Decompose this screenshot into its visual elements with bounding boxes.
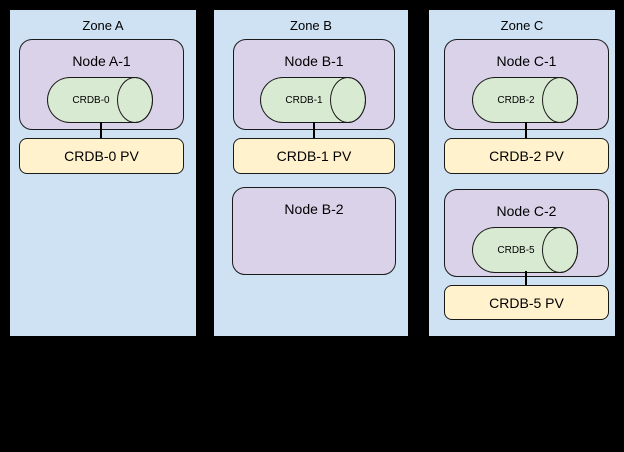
connector-line <box>313 122 315 139</box>
zone-b: Zone B Node B-1 CRDB-1 CRDB-1 PV Node B-… <box>212 8 410 338</box>
crdb-5-label: CRDB-5 <box>497 244 535 256</box>
node-c-1-title: Node C-1 <box>496 53 557 69</box>
zone-c-title: Zone C <box>500 18 544 33</box>
node-b-1-title: Node B-1 <box>284 53 344 69</box>
node-c-2: Node C-2 CRDB-5 <box>444 189 609 277</box>
pv-crdb-1: CRDB-1 PV <box>233 138 395 174</box>
node-b-2: Node B-2 <box>232 187 396 275</box>
node-c-2-title: Node C-2 <box>496 203 557 219</box>
connector-line <box>525 271 527 287</box>
cylinder-cap-icon <box>542 227 578 273</box>
pv-crdb-1-label: CRDB-1 PV <box>276 148 352 164</box>
connector-line <box>100 122 102 139</box>
database-cylinder-crdb-5: CRDB-5 <box>472 227 578 273</box>
connector-line <box>525 122 527 139</box>
crdb-0-label: CRDB-0 <box>72 94 110 106</box>
pv-crdb-0-label: CRDB-0 PV <box>64 148 139 164</box>
zone-c: Zone C Node C-1 CRDB-2 CRDB-2 PV Node C-… <box>427 8 617 338</box>
node-c-1: Node C-1 CRDB-2 <box>444 39 609 130</box>
database-cylinder-crdb-0: CRDB-0 <box>47 77 153 123</box>
cylinder-cap-icon <box>117 77 153 123</box>
pv-crdb-2: CRDB-2 PV <box>444 138 609 174</box>
pv-crdb-5-label: CRDB-5 PV <box>489 294 564 311</box>
database-cylinder-crdb-1: CRDB-1 <box>260 77 366 123</box>
crdb-1-label: CRDB-1 <box>285 94 323 106</box>
node-a-1-title: Node A-1 <box>72 53 131 69</box>
node-b-2-title: Node B-2 <box>284 201 344 217</box>
node-b-1: Node B-1 CRDB-1 <box>233 39 395 130</box>
zone-b-title: Zone B <box>290 18 332 33</box>
pv-crdb-0: CRDB-0 PV <box>19 138 184 174</box>
node-a-1: Node A-1 CRDB-0 <box>19 39 184 130</box>
pv-crdb-5: CRDB-5 PV <box>444 285 609 320</box>
cylinder-cap-icon <box>330 77 366 123</box>
pv-crdb-2-label: CRDB-2 PV <box>489 148 564 164</box>
crdb-2-label: CRDB-2 <box>497 94 535 106</box>
cylinder-cap-icon <box>542 77 578 123</box>
zone-a: Zone A Node A-1 CRDB-0 CRDB-0 PV <box>8 8 198 338</box>
zone-a-title: Zone A <box>82 18 124 33</box>
database-cylinder-crdb-2: CRDB-2 <box>472 77 578 123</box>
